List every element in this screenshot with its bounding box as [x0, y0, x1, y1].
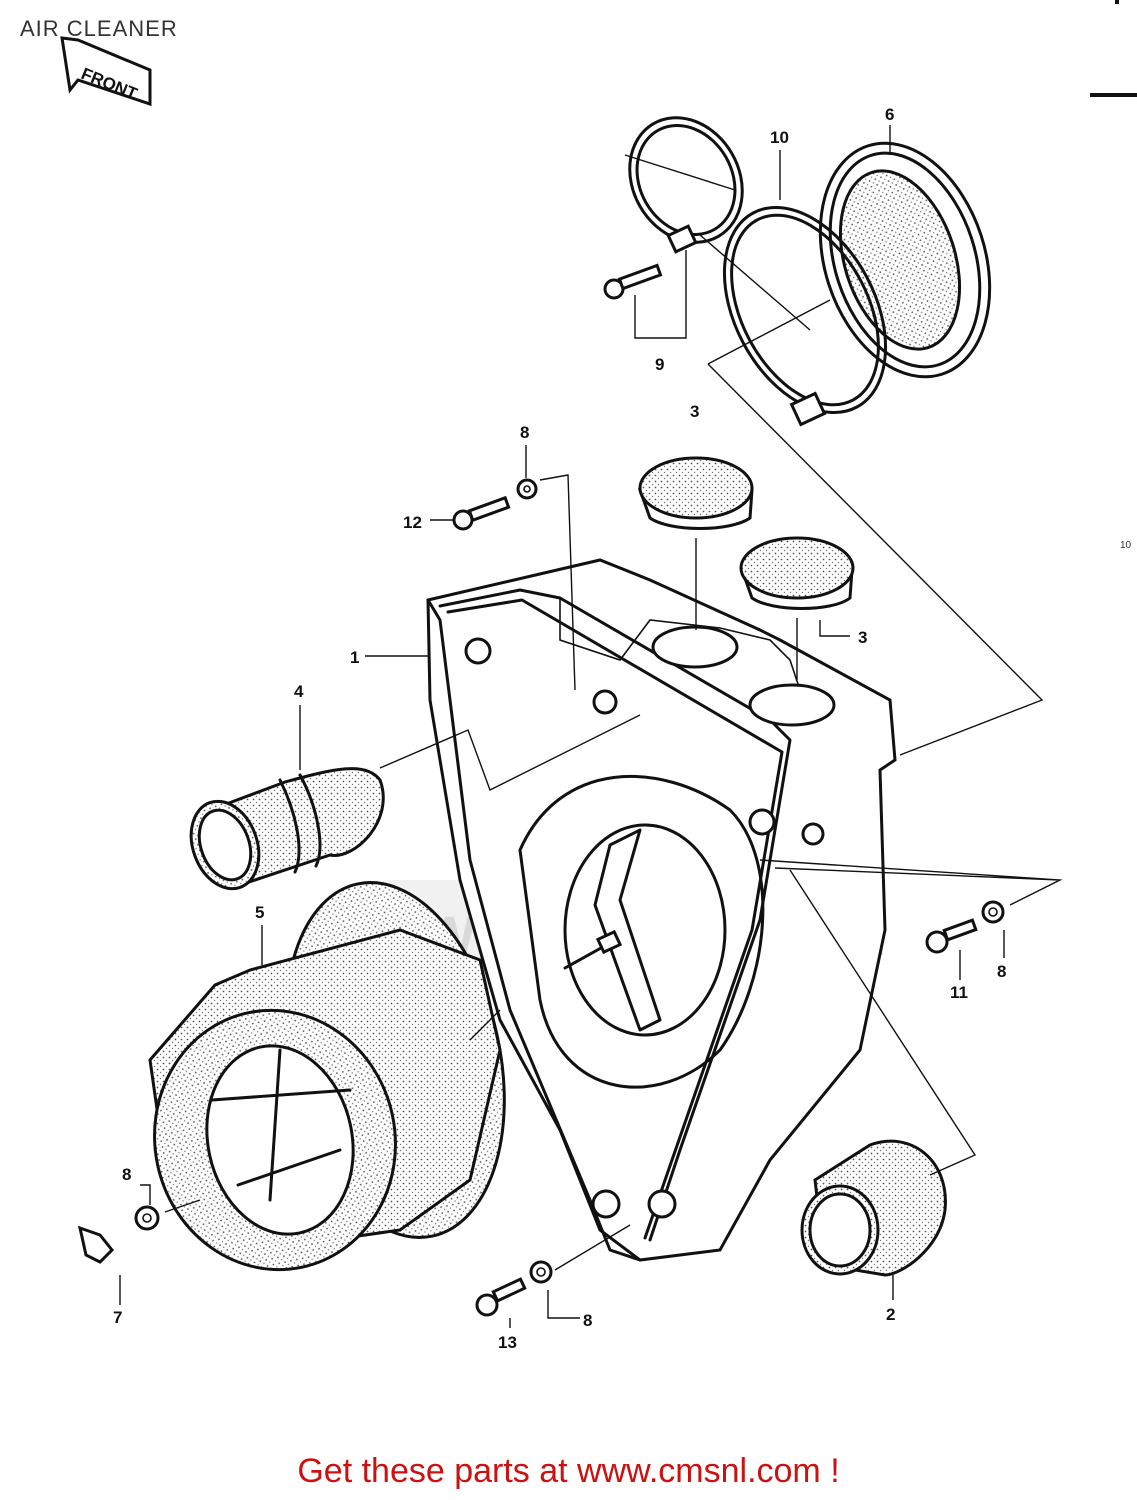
leader-lines — [119, 125, 1063, 1328]
footer-link[interactable]: Get these parts at www.cmsnl.com ! — [297, 1452, 840, 1490]
rubber-cap-upper — [637, 456, 754, 530]
label-part-7: 7 — [113, 1308, 122, 1327]
front-arrow-icon: FRONT — [60, 36, 152, 107]
label-part-3a: 3 — [690, 402, 699, 421]
label-part-1: 1 — [350, 648, 359, 667]
corner-mark — [1090, 93, 1137, 97]
label-part-8b: 8 — [997, 962, 1006, 981]
part-labels: 1 2 3 3 4 5 6 7 8 8 8 8 9 10 11 12 13 10 — [113, 105, 1132, 1352]
label-part-8c: 8 — [122, 1165, 131, 1184]
rubber-cap-lower — [739, 536, 855, 610]
label-part-2: 2 — [886, 1305, 895, 1324]
screw-13 — [475, 1260, 553, 1317]
label-part-10: 10 — [770, 128, 789, 147]
filter-cap — [818, 141, 992, 379]
diagram-title: AIR CLEANER — [20, 16, 178, 41]
label-part-5: 5 — [255, 903, 264, 922]
duct-sleeve — [800, 1139, 947, 1277]
clamp-band — [722, 205, 888, 427]
screw-12 — [452, 478, 538, 531]
wing-nut-7 — [77, 1205, 160, 1264]
clamp-ring — [628, 116, 744, 254]
label-part-12: 12 — [403, 513, 422, 532]
label-part-8a: 8 — [520, 423, 529, 442]
air-cleaner-housing — [426, 558, 897, 1262]
label-part-9: 9 — [655, 355, 664, 374]
air-filter-element — [148, 881, 506, 1272]
page-ref: 10 — [1120, 540, 1132, 551]
label-part-11: 11 — [950, 983, 968, 1002]
screw-9 — [603, 263, 663, 300]
label-part-8d: 8 — [583, 1311, 592, 1330]
label-part-3b: 3 — [858, 628, 867, 647]
label-part-6: 6 — [885, 105, 894, 124]
intake-elbow — [189, 767, 385, 891]
label-part-4: 4 — [294, 682, 304, 701]
screw-11 — [925, 900, 1005, 954]
label-part-13: 13 — [498, 1333, 517, 1352]
corner-mark — [1115, 0, 1119, 4]
